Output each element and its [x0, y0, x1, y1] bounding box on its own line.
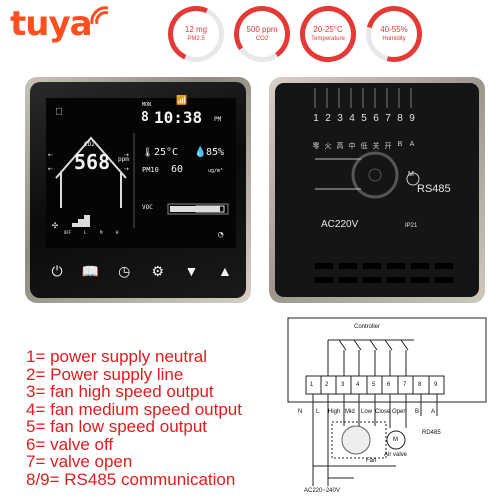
- wifi-status-icon: 📶: [176, 96, 188, 106]
- wiring-terminal: 9: [434, 382, 438, 388]
- thermostat-front: ⬚ MON 📶 8 10:38 PM CO2 568 ppm ⇠ ⇠ ⇢ ⇢ 🌡…: [25, 77, 251, 303]
- voc-label: VOC: [142, 204, 153, 211]
- terminal-numbers: 1 2 3 4 5 6 7 8 9: [313, 113, 415, 124]
- wiring-terminal: 5: [372, 382, 376, 388]
- co2-value: 568: [74, 150, 111, 174]
- humidity-drop-icon: 💧: [194, 147, 207, 158]
- time-prefix: 8: [141, 110, 149, 125]
- legend-item: 2= Power supply line: [26, 364, 184, 384]
- thermometer-icon: 🌡: [142, 148, 154, 158]
- wiring-terminal: 6: [387, 382, 391, 388]
- wiring-label-l: L: [316, 409, 320, 415]
- wiring-label-n: N: [298, 409, 303, 415]
- wiring-terminal: 7: [403, 382, 407, 388]
- ip-rating-label: IP21: [405, 223, 418, 229]
- pm25-badge: 12 mg PM2.5: [168, 6, 224, 62]
- left-arrows-icon: ⇠: [48, 150, 53, 159]
- legend-item: 6= valve off: [26, 434, 114, 454]
- spec-badges: 12 mg PM2.5 500 ppm CO2 20-25°C Temperat…: [168, 6, 422, 62]
- legend-item: 4= fan medium speed output: [26, 399, 242, 419]
- settings-mode-icon: ⬚: [56, 106, 63, 117]
- right-arrows-icon-2: ⇢: [124, 164, 129, 173]
- wiring-lines: [287, 317, 487, 486]
- right-arrows-icon: ⇢: [124, 150, 129, 159]
- wiring-diagram: Controller 1 2 3 4 5 6 7 8 9 N L High Mi…: [284, 316, 490, 496]
- legend-item: 3= fan high speed output: [26, 382, 214, 401]
- wiring-label-high: High: [328, 409, 341, 415]
- fan-label: Fan: [366, 458, 377, 464]
- touch-buttons: ⏻ 📖 ◷ ⚙ ▼ ▲: [48, 262, 234, 280]
- motor-label: M: [408, 171, 414, 178]
- wiring-label-low: Low: [361, 409, 373, 415]
- temperature-badge: 20-25°C Temperature: [300, 6, 356, 62]
- wiring-label-close: Close: [375, 409, 391, 415]
- legend-item: 1= power supply neutral: [26, 347, 207, 366]
- terminal-chinese-labels: 零 火 高 中 低 关 开 B A: [312, 141, 415, 150]
- brand-logo: tuya: [10, 4, 112, 44]
- wiring-terminal: 2: [325, 382, 329, 388]
- wiring-terminal: 3: [341, 382, 345, 388]
- pm10-unit: ug/m³: [208, 168, 224, 174]
- valve-motor-label: M: [393, 437, 398, 443]
- fan-icon: ✣: [52, 220, 59, 231]
- wiring-label-b: B: [415, 409, 420, 415]
- clock-time: 10:38: [154, 108, 203, 127]
- pm10-label: PM10: [142, 166, 159, 174]
- gear-icon[interactable]: ⚙: [151, 262, 165, 279]
- fan-speed-high: H: [116, 230, 119, 235]
- wifi-icon: [89, 6, 108, 25]
- wiring-label-a: A: [431, 409, 436, 415]
- legend-item: 8/9= RS485 communication: [26, 469, 236, 489]
- humidity-value: 85%: [206, 147, 225, 158]
- humidity-badge: 40-55% Humidity: [366, 6, 422, 62]
- pm10-value: 60: [171, 164, 184, 175]
- wiring-label-open: Open: [392, 409, 407, 415]
- fan-speed-mid: M: [100, 230, 103, 235]
- lcd-display: ⬚ MON 📶 8 10:38 PM CO2 568 ppm ⇠ ⇠ ⇢ ⇢ 🌡…: [46, 96, 236, 248]
- power-icon[interactable]: ⏻: [51, 262, 63, 279]
- day-label: MON: [142, 102, 152, 108]
- house-outline-icon: [55, 133, 229, 228]
- supply-voltage-label: AC220~240V: [304, 488, 340, 494]
- legend-item: 7= valve open: [26, 452, 133, 471]
- thermostat-back: 1 2 3 4 5 6 7 8 9 零 火 高 中 低 关 开 B A M RS…: [269, 77, 485, 303]
- wiring-terminal: 1: [310, 382, 314, 388]
- timer-icon: ◔: [218, 230, 224, 240]
- fan-speed-low: L: [84, 230, 87, 235]
- wiring-terminal: 4: [356, 382, 360, 388]
- brand-name: tuya: [10, 4, 93, 44]
- left-arrows-icon-2: ⇠: [48, 164, 53, 173]
- rs485-label: RS485: [417, 183, 451, 195]
- air-valve-label: Air valve: [384, 452, 408, 458]
- co2-unit: ppm: [118, 156, 129, 163]
- up-arrow-icon[interactable]: ▲: [218, 263, 232, 279]
- terminal-legend: 1= power supply neutral 2= Power supply …: [26, 348, 242, 488]
- co2-badge: 500 ppm CO2: [234, 6, 290, 62]
- legend-item: 5= fan low speed output: [26, 417, 207, 436]
- voltage-label: AC220V: [321, 219, 359, 230]
- terminal-block-drawing: [314, 88, 453, 283]
- front-glass: ⬚ MON 📶 8 10:38 PM CO2 568 ppm ⇠ ⇠ ⇢ ⇢ 🌡…: [30, 82, 246, 298]
- down-arrow-icon[interactable]: ▼: [184, 263, 199, 279]
- wiring-terminal: 8: [418, 382, 422, 388]
- ampm-label: PM: [214, 116, 222, 123]
- wiring-label-mid: Mid: [345, 409, 355, 415]
- clock-icon[interactable]: ◷: [118, 262, 131, 279]
- controller-label: Controller: [354, 324, 381, 330]
- book-icon[interactable]: 📖: [81, 262, 100, 279]
- wiring-rs485-label: RD485: [422, 430, 441, 436]
- fan-speed-off: OFF: [64, 230, 72, 235]
- temperature-value: 25°C: [154, 147, 179, 158]
- co2-label: CO2: [84, 141, 95, 148]
- back-plate: 1 2 3 4 5 6 7 8 9 零 火 高 中 低 关 开 B A M RS…: [275, 83, 479, 297]
